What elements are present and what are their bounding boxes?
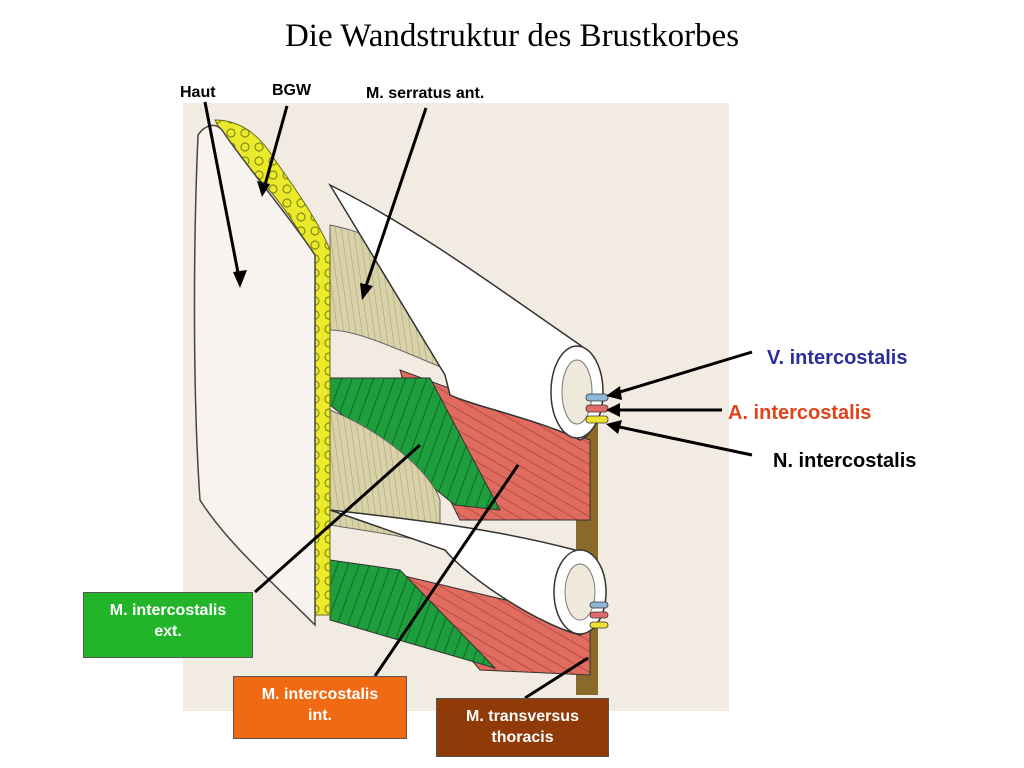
- box-transversus-line2: thoracis: [491, 729, 554, 746]
- box-int-line2: int.: [308, 707, 332, 724]
- box-ext-line2: ext.: [154, 623, 182, 640]
- nerve-vessel: [585, 415, 609, 424]
- label-arteria: A. intercostalis: [728, 402, 872, 424]
- box-intercostalis-ext: M. intercostalis ext.: [83, 592, 253, 658]
- label-vena: V. intercostalis: [767, 347, 908, 369]
- box-ext-line1: M. intercostalis: [109, 602, 227, 619]
- box-intercostalis-int: M. intercostalis int.: [233, 676, 407, 739]
- label-nervus: N. intercostalis: [773, 450, 917, 472]
- label-serratus: M. serratus ant.: [366, 85, 485, 102]
- vein-vessel: [585, 393, 609, 402]
- label-bgw: BGW: [272, 82, 312, 99]
- box-int-line1: M. intercostalis: [261, 686, 379, 703]
- arrow-heads: [233, 181, 622, 434]
- skin-layer: [193, 124, 316, 627]
- box-transversus-line1: M. transversus: [466, 708, 579, 725]
- artery-vessel: [585, 404, 609, 413]
- page-title: Die Wandstruktur des Brustkorbes: [284, 18, 740, 54]
- pointer-lines: [203, 101, 753, 700]
- box-transversus: M. transversus thoracis: [436, 698, 609, 757]
- label-haut: Haut: [180, 84, 216, 101]
